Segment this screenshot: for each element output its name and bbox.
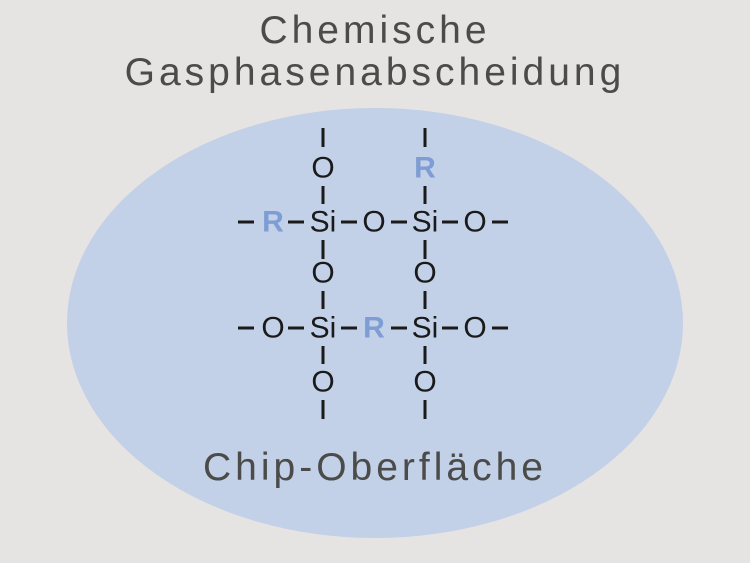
atom-o: O: [413, 257, 436, 290]
atom-o: O: [463, 206, 486, 239]
atom-si: Si: [412, 312, 439, 345]
atom-o: O: [311, 257, 334, 290]
atom-o: O: [413, 366, 436, 399]
atom-si: Si: [310, 312, 337, 345]
atom-o: O: [311, 152, 334, 185]
title-line-1: Chemische: [259, 9, 491, 52]
diagram-title: Chemische Gasphasenabscheidung: [0, 10, 750, 94]
atom-o: O: [261, 312, 284, 345]
atom-si: Si: [310, 206, 337, 239]
r-group-atom: R: [414, 152, 436, 185]
atom-o: O: [311, 366, 334, 399]
r-group-atom: R: [262, 206, 284, 239]
r-group-atom: R: [363, 312, 385, 345]
title-line-2: Gasphasenabscheidung: [124, 51, 626, 94]
chip-surface-ellipse: [67, 108, 683, 538]
bonds-layer: [238, 128, 508, 419]
atom-o: O: [463, 312, 486, 345]
chip-surface-label: Chip-Oberfläche: [203, 446, 547, 489]
atom-o: O: [362, 206, 385, 239]
atom-si: Si: [412, 206, 439, 239]
